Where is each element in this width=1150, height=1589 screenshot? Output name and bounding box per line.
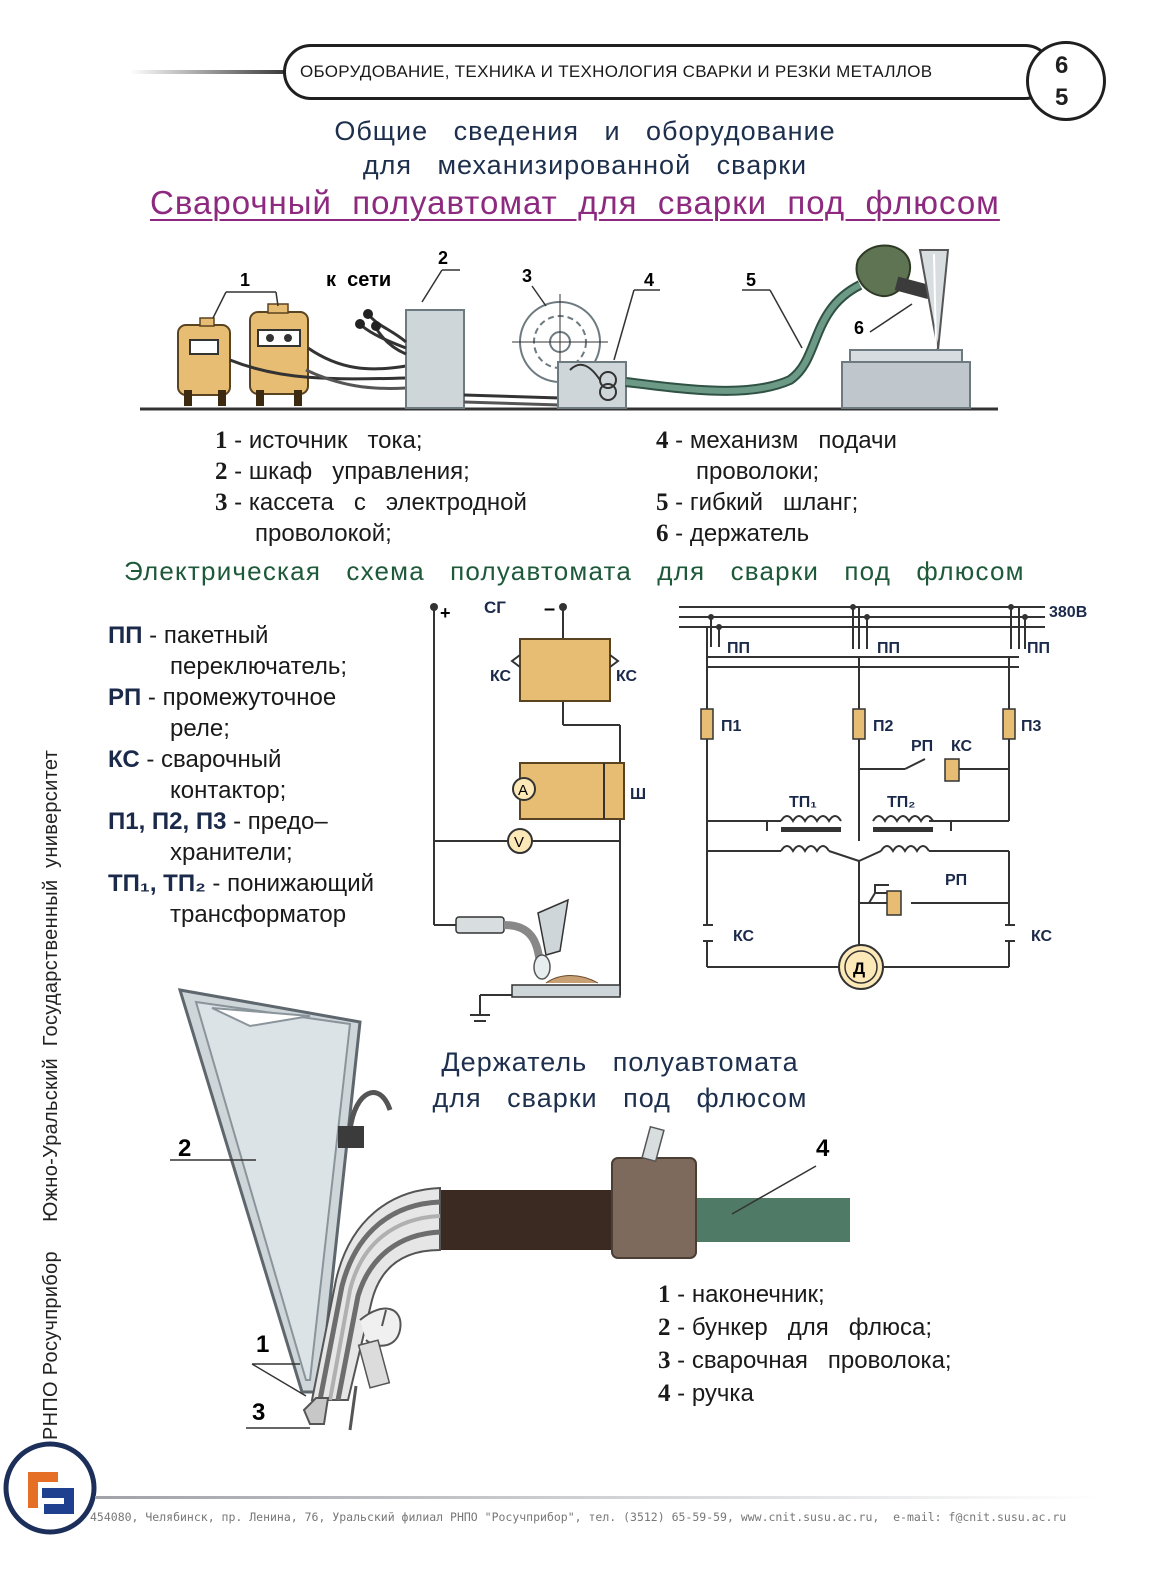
sidebar-publisher-text: РНПО Росучприбор Южно-Уральский Государс… — [40, 749, 62, 1440]
abbr-rp-cont: реле; — [170, 715, 230, 742]
callout-1: 1 — [240, 270, 250, 290]
equipment-diagram: 1 2 к сети 3 4 5 6 — [140, 244, 998, 411]
voltmeter-icon — [507, 828, 533, 854]
legend-item-1: 1 - источник тока; — [215, 427, 423, 454]
rp-bottom-label: РП — [945, 872, 967, 889]
rp-top-label: РП — [911, 738, 933, 755]
abbr-ks-cont: контактор; — [170, 777, 287, 804]
holder-legend-item-1: 1 - наконечник; — [658, 1281, 825, 1308]
page-number-digit-2: 5 — [1055, 84, 1069, 111]
clamp-screw — [348, 1309, 391, 1431]
holder-drawing: 4 2 1 3 — [170, 988, 850, 1431]
callout-3-holder: 3 — [252, 1399, 265, 1426]
header-banner — [283, 44, 1053, 100]
control-cabinet — [405, 309, 465, 409]
legend-item-2: 2 - шкаф управления; — [215, 458, 470, 485]
fuse-p1 — [700, 708, 714, 740]
legend-item-5: 5 - гибкий шланг; — [656, 489, 859, 516]
legend-item-4: 4 - механизм подачи — [656, 427, 897, 454]
fuse-p3-label: П3 — [1021, 718, 1042, 735]
publisher-logo — [3, 1441, 97, 1535]
abbr-rp: РП - промежуточное — [108, 684, 337, 711]
callout-3: 3 — [522, 266, 532, 286]
pp-label-2: ПП — [877, 640, 900, 657]
equipment-legend-right: 4 - механизм подачи проволоки; 5 - гибки… — [656, 425, 897, 549]
handle-switch-box — [611, 1157, 697, 1259]
holder-title-line2: для сварки под флюсом — [432, 1083, 808, 1113]
holder-legend-item-2: 2 - бункер для флюса; — [658, 1314, 933, 1341]
callout-6: 6 — [854, 318, 864, 338]
page-title: Сварочный полуавтомат для сварки под флю… — [150, 184, 1000, 221]
ammeter-icon — [512, 777, 536, 801]
callout-5: 5 — [746, 270, 756, 290]
footer-address: 454080, Челябинск, пр. Ленина, 76, Ураль… — [90, 1510, 1067, 1524]
abbr-p: П1, П2, П3 - предо– — [108, 808, 328, 835]
abbr-p-cont: хранители; — [170, 839, 293, 866]
ks-coil — [944, 758, 960, 782]
ks-bottom-left-label: КС — [733, 928, 755, 945]
callout-1-holder: 1 — [256, 1331, 269, 1358]
shunt-block — [519, 762, 625, 820]
fuse-p1-label: П1 — [721, 718, 742, 735]
electric-section-title: Электрическая схема полуавтомата для сва… — [124, 556, 1025, 586]
holder-section-title: Держатель полуавтомата для сварки под фл… — [410, 1044, 830, 1116]
mains-label: к сети — [326, 269, 391, 291]
abbr-tp: ТП₁, ТП₂ - понижающий — [108, 870, 375, 897]
legend-item-3: 3 - кассета с электродной — [215, 489, 527, 516]
welding-circuit-diagram: + – СГ КС КС A Ш V — [430, 598, 646, 1022]
fuse-p2-label: П2 — [873, 718, 894, 735]
abbr-ks: КС - сварочный — [108, 746, 282, 773]
welding-holder — [855, 244, 950, 351]
voltmeter-label: V — [514, 834, 524, 851]
legend-item-6: 6 - держатель — [656, 520, 810, 547]
general-title-line1: Общие сведения и оборудование — [334, 116, 836, 146]
holder-title-line1: Держатель полуавтомата — [441, 1047, 799, 1077]
torch-icon — [455, 898, 621, 998]
callout-2-holder: 2 — [178, 1135, 191, 1162]
pp-label-1: ПП — [727, 640, 750, 657]
pp-label-3: ПП — [1027, 640, 1050, 657]
shunt-label: Ш — [630, 786, 646, 803]
power-source-1 — [177, 317, 231, 406]
page-number-badge — [1026, 41, 1106, 121]
holder-legend: 1 - наконечник; 2 - бункер для флюса; 3 … — [658, 1278, 952, 1410]
header-banner-text: ОБОРУДОВАНИЕ, ТЕХНИКА И ТЕХНОЛОГИЯ СВАРК… — [300, 62, 933, 81]
tp2-label: ТП₂ — [887, 794, 915, 811]
legend-item-4-cont: проволоки; — [696, 458, 820, 485]
callout-4-holder: 4 — [816, 1135, 830, 1162]
ks-bottom-right-label: КС — [1031, 928, 1053, 945]
callout-4: 4 — [644, 270, 654, 290]
abbreviations-list: ПП - пакетный переключатель; РП - промеж… — [108, 620, 374, 930]
generator-label: СГ — [484, 598, 506, 617]
equipment-legend-left: 1 - источник тока; 2 - шкаф управления; … — [215, 425, 527, 549]
abbr-pp-cont: переключатель; — [170, 653, 348, 680]
general-title-line2: для механизированной сварки — [362, 150, 808, 180]
terminal-plus: + — [440, 603, 451, 623]
fuse-p3 — [1002, 708, 1016, 740]
power-source-2 — [249, 303, 309, 406]
motor-label: Д — [853, 959, 865, 978]
terminal-minus: – — [544, 598, 555, 620]
handle-grip — [430, 1190, 620, 1250]
abbr-pp: ПП - пакетный — [108, 622, 269, 649]
control-circuit-diagram: 380В ПП ПП ПП П1 П2 П3 РП КС ТП₁ ТП₂ РП … — [679, 604, 1087, 990]
workpiece-base — [841, 361, 971, 409]
rp-coil — [886, 890, 902, 916]
footer-divider — [95, 1496, 1105, 1499]
tp1-label: ТП₁ — [789, 794, 817, 811]
holder-legend-item-4: 4 - ручка — [658, 1380, 754, 1407]
ks-right-label: КС — [616, 668, 638, 685]
welding-generator — [519, 638, 611, 702]
abbr-tp-cont: трансформатор — [170, 901, 347, 928]
fuse-p2 — [852, 708, 866, 740]
header-decor-line — [130, 70, 290, 74]
ks-top-label: КС — [951, 738, 973, 755]
ammeter-label: A — [518, 782, 528, 799]
holder-legend-item-3: 3 - сварочная проволока; — [658, 1347, 952, 1374]
ks-left-label: КС — [490, 668, 512, 685]
legend-item-3-cont: проволокой; — [255, 520, 392, 547]
callout-2: 2 — [438, 248, 448, 268]
voltage-label: 380В — [1049, 604, 1087, 621]
page-number-digit-1: 6 — [1055, 52, 1069, 79]
